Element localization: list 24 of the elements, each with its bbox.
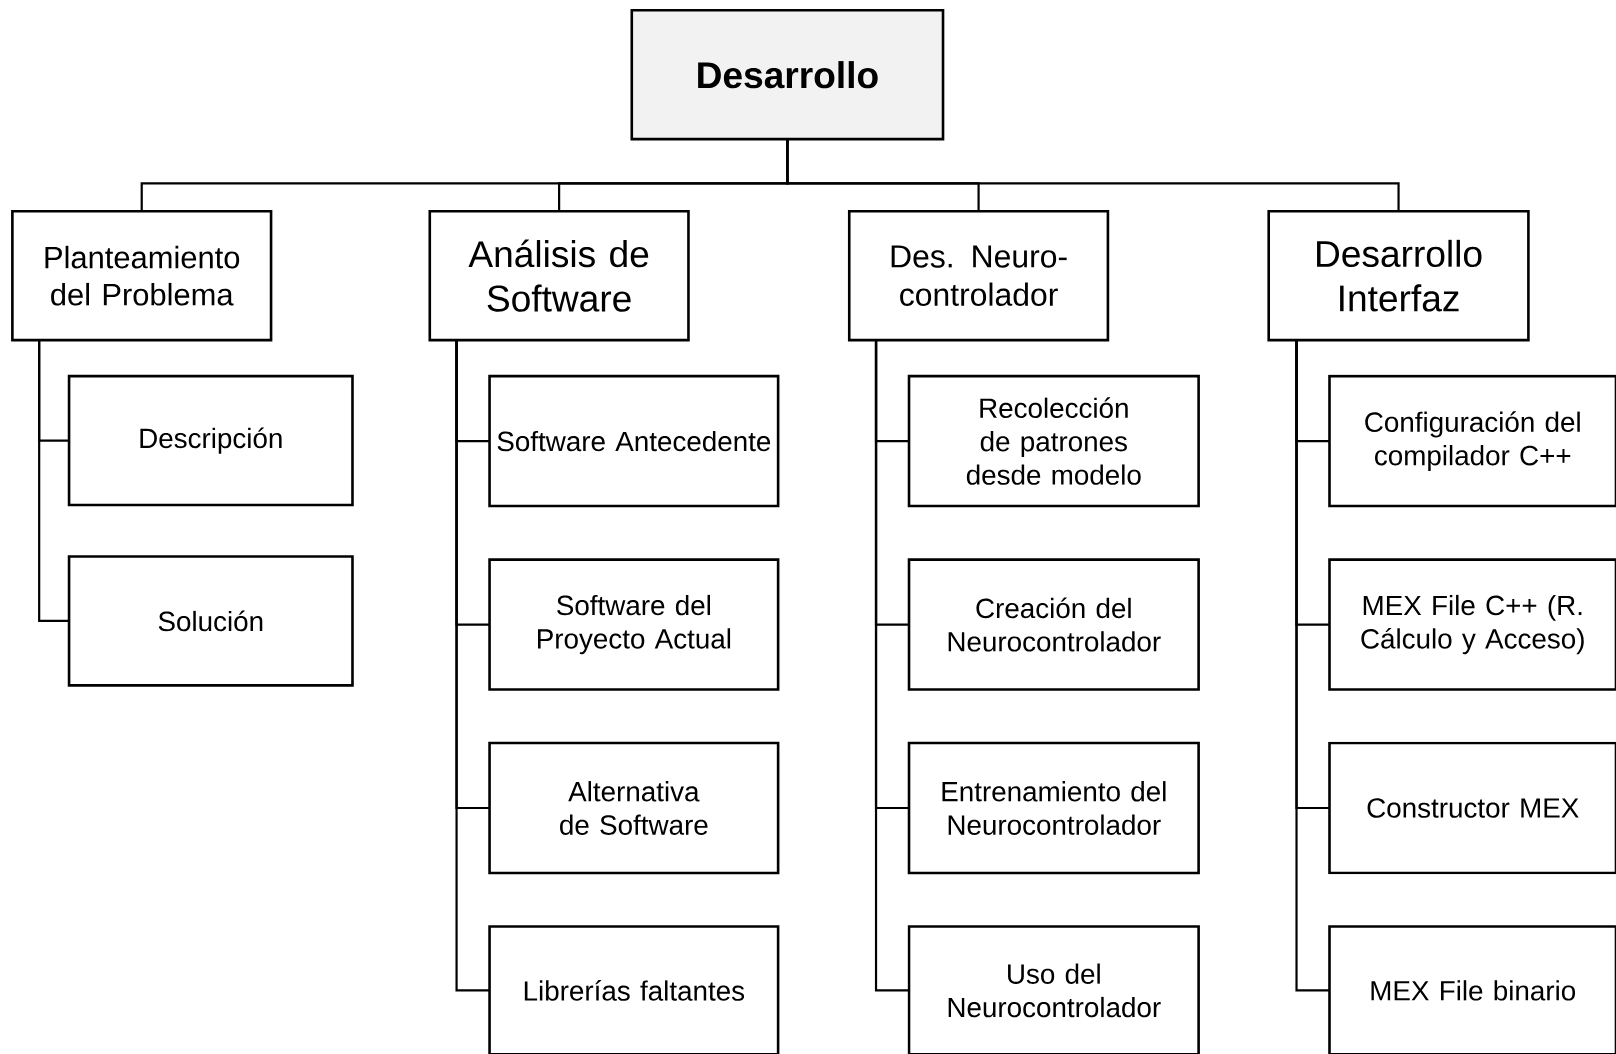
connector-line <box>455 340 490 992</box>
task-box: Constructor MEX <box>1328 741 1616 875</box>
connector-line <box>38 340 70 623</box>
task-box: Creación del Neurocontrolador <box>907 558 1200 691</box>
connector-line <box>786 139 1400 212</box>
task-box: Librerías faltantes <box>488 925 780 1054</box>
category-box: Planteamiento del Problema <box>11 209 273 342</box>
task-box: Alternativa de Software <box>488 741 780 875</box>
connector-line <box>874 340 909 992</box>
task-box: MEX File C++ (R. Cálculo y Acceso) <box>1328 558 1616 691</box>
category-box: Desarrollo Interfaz <box>1267 209 1530 342</box>
category-box: Análisis de Software <box>428 209 690 342</box>
category-box: Des. Neuro-controlador <box>847 209 1110 342</box>
task-box: MEX File binario <box>1328 925 1616 1054</box>
task-box: Recolección de patrones desde modelo <box>907 374 1200 508</box>
root-box: Desarrollo <box>630 9 945 141</box>
task-box: Software Antecedente <box>488 374 780 508</box>
task-box: Entrenamiento del Neurocontrolador <box>907 741 1200 875</box>
task-box: Uso del Neurocontrolador <box>907 925 1200 1054</box>
task-box: Configuración del compilador C++ <box>1328 374 1616 508</box>
connector-line <box>1295 340 1330 992</box>
task-box: Software del Proyecto Actual <box>488 558 780 691</box>
task-box: Solución <box>67 555 354 687</box>
task-box: Descripción <box>67 374 354 507</box>
